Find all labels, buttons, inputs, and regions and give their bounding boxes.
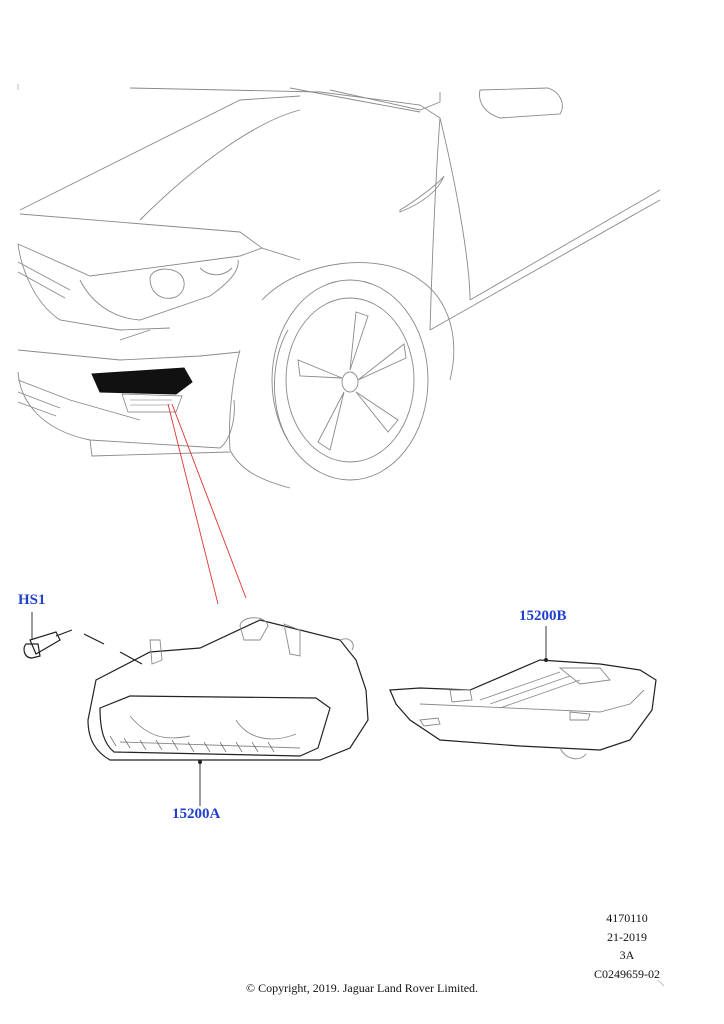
frame-corner-marks <box>17 84 665 987</box>
drawing-reference-block: 4170110 21-2019 3A C0249659-02 <box>594 909 660 983</box>
fog-lamp-15200a-icon <box>87 617 369 806</box>
reference-line-4: C0249659-02 <box>594 966 660 981</box>
callout-15200b[interactable]: 15200B <box>519 608 567 624</box>
vehicle-fog-lamp-location <box>91 367 193 413</box>
reference-line-1: 4170110 <box>606 911 648 925</box>
reference-line-3: 3A <box>619 948 635 962</box>
callout-15200a[interactable]: 15200A <box>172 806 221 822</box>
hs1-bolt-icon <box>23 612 143 665</box>
vehicle-outline <box>17 87 661 489</box>
fog-lamp-15200b-icon <box>389 626 657 760</box>
leader-lines <box>167 403 247 605</box>
reference-line-2: 21-2019 <box>607 929 647 944</box>
copyright-notice: © Copyright, 2019. Jaguar Land Rover Lim… <box>245 981 479 995</box>
callout-hs1[interactable]: HS1 <box>18 592 46 608</box>
